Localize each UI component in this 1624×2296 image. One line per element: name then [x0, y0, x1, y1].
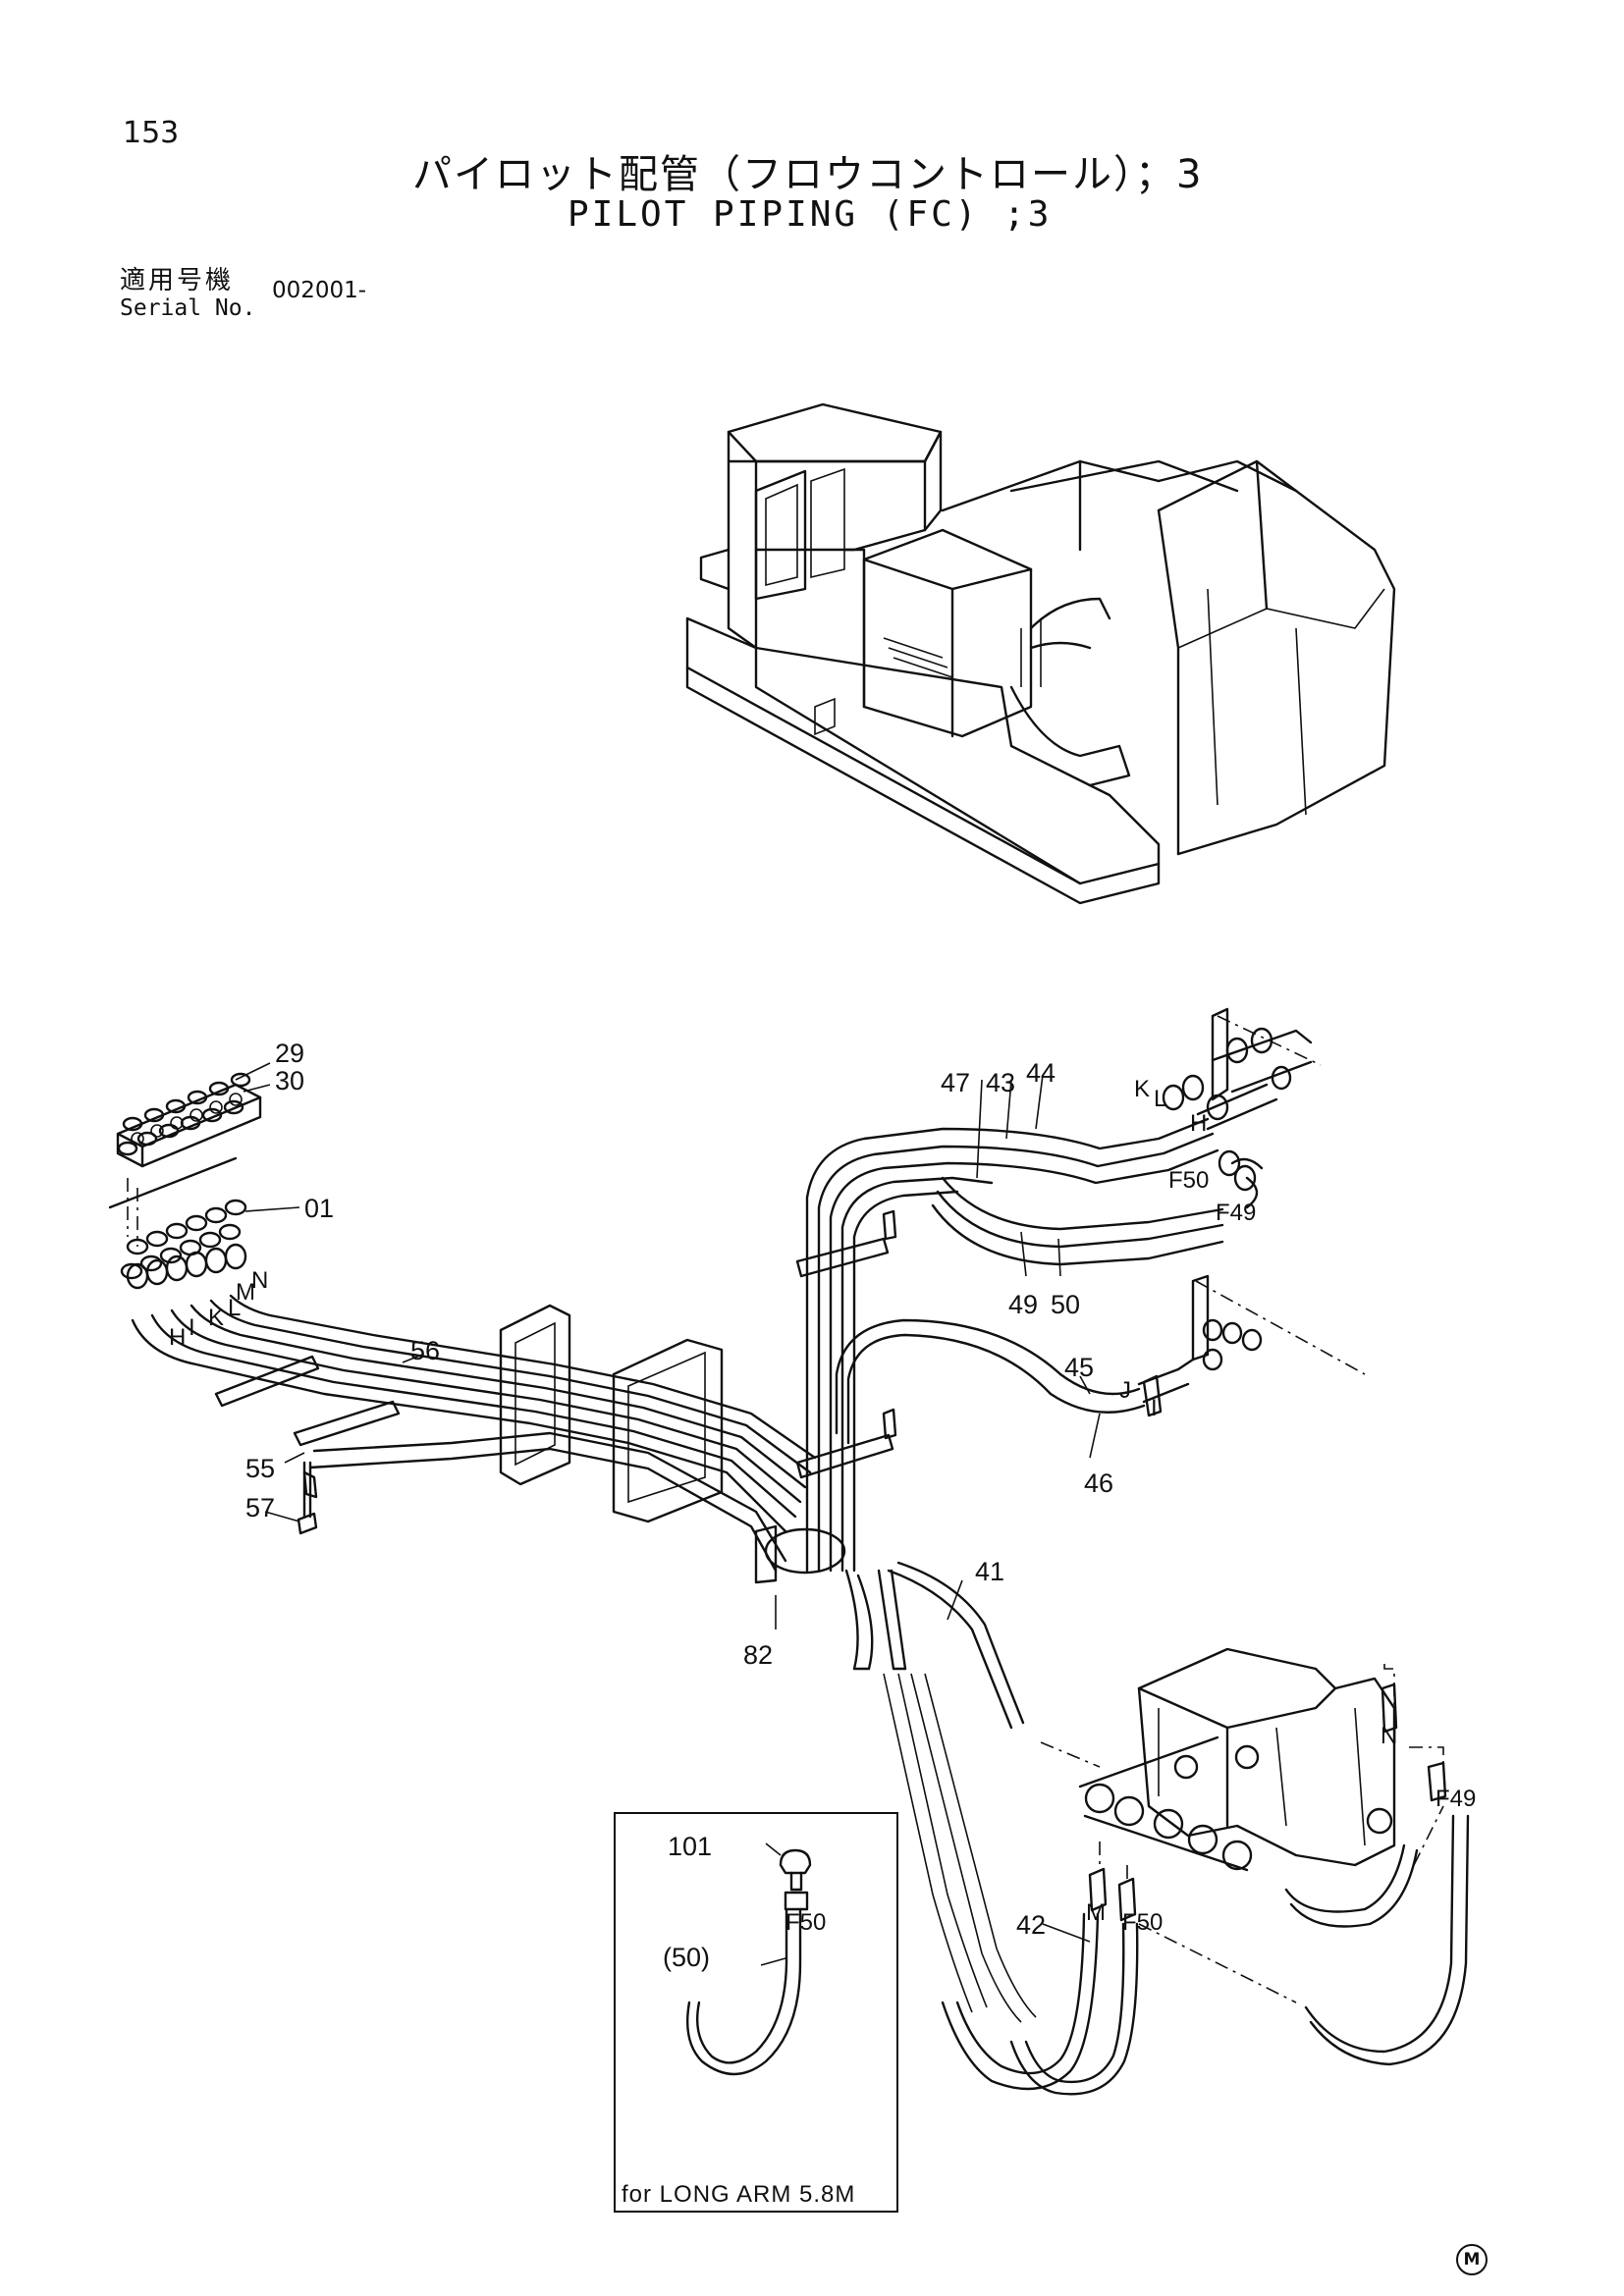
callout-46: 46 [1084, 1468, 1113, 1498]
callout-44: 44 [1026, 1058, 1056, 1088]
mid-right-fittings [1137, 1274, 1366, 1417]
page-number: 153 [123, 116, 180, 150]
callout-30: 30 [275, 1066, 304, 1095]
port-label-inset-F50: F50 [785, 1909, 826, 1936]
port-label-upper-F49: F49 [1216, 1200, 1256, 1226]
port-label-upper-K: K [1134, 1076, 1150, 1102]
callout-41: 41 [975, 1557, 1004, 1586]
leader-lines [264, 1074, 1101, 1966]
port-label-valve-N: N [1380, 1723, 1397, 1749]
control-valve-assembly [1040, 1647, 1447, 1922]
callout-labels: 29 30 01 56 55 57 82 41 42 47 43 44 49 5… [245, 1039, 1113, 1972]
pilot-hose-bundle [126, 1243, 817, 1573]
port-label-left-N: N [251, 1267, 268, 1294]
callout-47: 47 [941, 1068, 970, 1097]
machine-overview-illustration [685, 402, 1396, 905]
port-label-left-K: K [208, 1305, 224, 1331]
lower-hoses [883, 1673, 1470, 2096]
callout-82: 82 [743, 1640, 773, 1670]
callout-55: 55 [245, 1454, 275, 1483]
callout-57: 57 [245, 1493, 275, 1522]
callout-50-inset: (50) [663, 1943, 710, 1972]
serial-number-range: 002001- [272, 278, 367, 303]
riser-hoses [754, 1117, 1224, 1730]
port-label-upper-H: H [1190, 1110, 1207, 1137]
inset-long-arm-detail [686, 1848, 812, 2076]
port-label-mid-I: I [1151, 1395, 1158, 1421]
port-label-left-I: I [189, 1314, 195, 1341]
manufacturer-mark: M [1456, 2244, 1488, 2275]
callout-56: 56 [410, 1336, 440, 1365]
port-labels: H I K L M N K L H F50 F49 J I N F49 M F5… [169, 1076, 1476, 1936]
callout-01: 01 [304, 1194, 334, 1223]
inset-frame [614, 1812, 898, 2213]
inset-note: for LONG ARM 5.8M [622, 2181, 856, 2208]
callout-29: 29 [275, 1039, 304, 1068]
port-label-valve-M: M [1086, 1899, 1106, 1926]
left-junction-block [108, 1062, 300, 1280]
page-title-japanese: パイロット配管（フロウコントロール）；3 [412, 152, 1204, 197]
applicability-label-english: Serial No. [120, 295, 256, 321]
port-label-left-M: M [236, 1279, 255, 1306]
port-label-left-H: H [169, 1324, 186, 1351]
port-label-upper-L: L [1154, 1086, 1166, 1112]
callout-43: 43 [986, 1068, 1015, 1097]
callout-49: 49 [1008, 1290, 1038, 1319]
port-label-mid-J: J [1119, 1377, 1131, 1404]
upper-right-fittings [1162, 1007, 1322, 1209]
page-title-english: PILOT PIPING (FC) ;3 [568, 194, 1053, 235]
port-label-upper-F50: F50 [1168, 1167, 1209, 1194]
applicability-label-japanese: 適用号機 [120, 266, 235, 295]
port-label-valve-F49: F49 [1435, 1786, 1476, 1812]
callout-45: 45 [1064, 1353, 1094, 1382]
port-label-valve-F50: F50 [1122, 1909, 1163, 1936]
callout-42: 42 [1016, 1910, 1046, 1940]
callout-50: 50 [1051, 1290, 1080, 1319]
port-label-left-L: L [228, 1295, 241, 1321]
callout-101: 101 [668, 1832, 712, 1861]
